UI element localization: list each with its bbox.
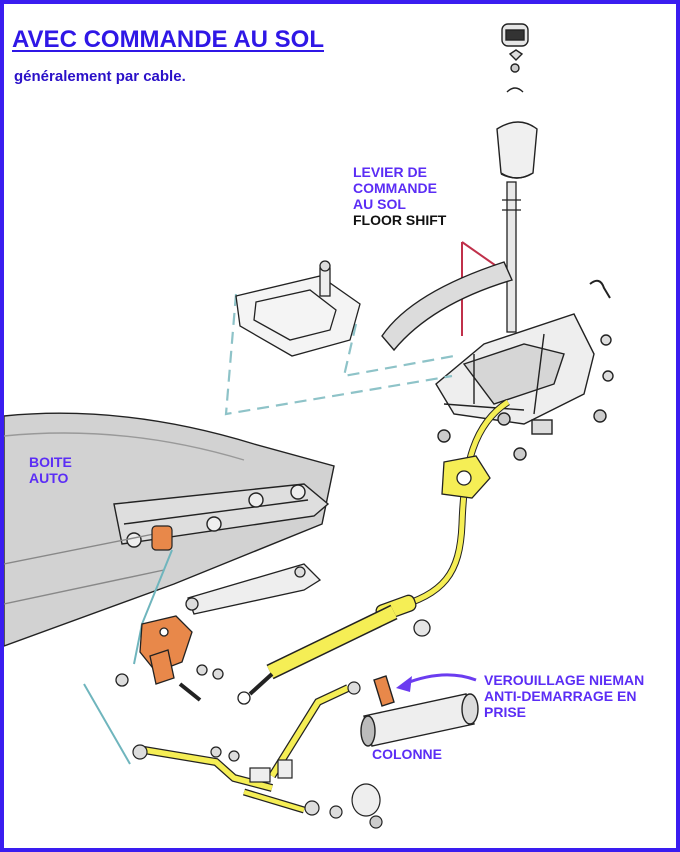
column-label: COLONNE (372, 746, 442, 762)
transmission-label-line: BOITE (29, 454, 72, 470)
transmission-label: BOITE AUTO (29, 454, 72, 486)
floor-shift-label-line: LEVIER DE (353, 164, 427, 180)
floor-shift-english-label: FLOOR SHIFT (353, 212, 447, 229)
nieman-lock-label: VEROUILLAGE NIEMAN ANTI-DEMARRAGE EN PRI… (484, 672, 644, 720)
exploded-view-diagram (4, 23, 614, 829)
nieman-lock-label-line: ANTI-DEMARRAGE EN (484, 688, 637, 705)
shift-cable (237, 399, 510, 705)
transmission-label-line: AUTO (29, 470, 69, 487)
floor-shift-label-line: AU SOL (353, 196, 406, 213)
steering-column (360, 675, 479, 747)
shifter-base-housing (435, 279, 614, 461)
floor-shift-label-line: COMMANDE (353, 180, 437, 197)
linkage-bracket (185, 563, 322, 615)
subtitle: généralement par cable. (14, 68, 186, 85)
page-title: AVEC COMMANDE AU SOL (12, 26, 324, 53)
lock-arrow (396, 673, 477, 692)
transmission-selector-orange (151, 525, 173, 551)
console-routing-dashed (224, 293, 455, 416)
shift-lever-rod (502, 181, 521, 333)
shift-indicator-plate (381, 261, 513, 352)
nieman-lock-label-line: PRISE (484, 704, 527, 721)
floor-shift-label: LEVIER DE COMMANDE AU SOL FLOOR SHIFT (353, 164, 446, 228)
shift-knob-assembly (496, 23, 538, 179)
orange-lever-assembly (115, 615, 224, 702)
console-cover-plate (235, 260, 361, 357)
nieman-lock-label-line: VEROUILLAGE NIEMAN (484, 672, 645, 688)
lower-linkage-rod (132, 681, 383, 829)
